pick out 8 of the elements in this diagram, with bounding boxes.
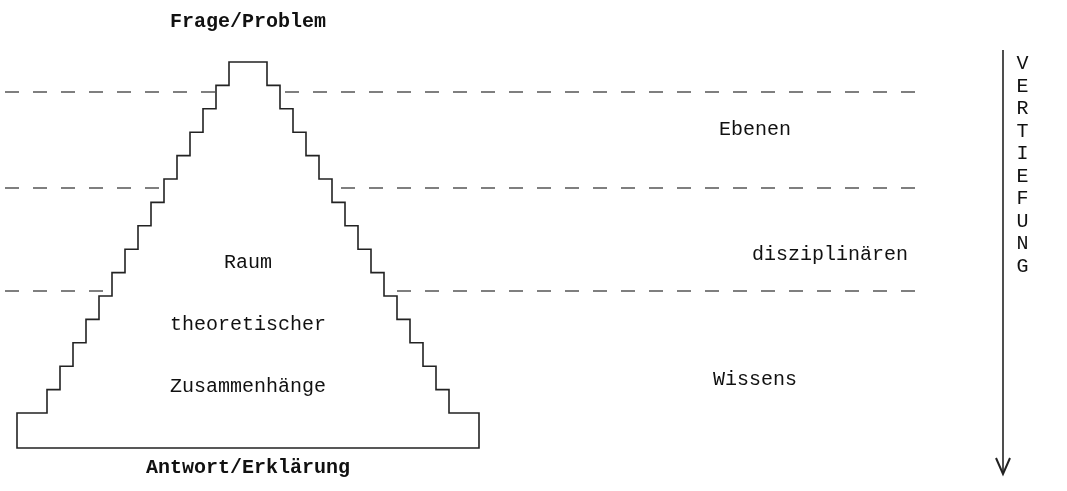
stepped-pyramid — [15, 60, 481, 452]
top-heading: Frage/Problem — [170, 10, 326, 34]
bottom-caption: Antwort/Erklärung — [146, 456, 350, 480]
level-label: Wissens — [713, 368, 797, 392]
level-label: Ebenen — [719, 118, 791, 142]
pyramid-label: Raum theoretischer Zusammenhänge — [169, 250, 327, 400]
level-label: disziplinären — [752, 243, 908, 267]
vertical-label: VERTIEFUNG — [1012, 52, 1032, 277]
